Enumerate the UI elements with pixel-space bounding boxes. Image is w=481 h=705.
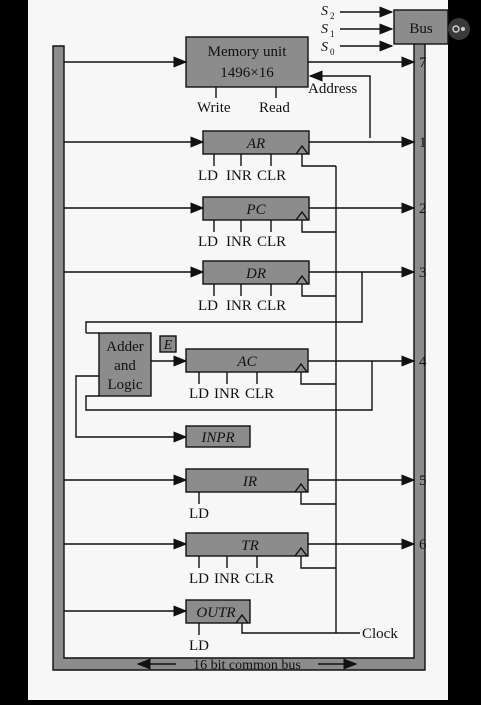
memory-address-label: Address	[308, 81, 357, 97]
bus-input-2: 2	[419, 201, 427, 217]
pc-ld-label: LD	[198, 234, 218, 250]
ir-clock-notch	[294, 482, 308, 493]
memory-title: Memory unit	[208, 44, 288, 60]
ac-inr-label: INR	[214, 386, 240, 402]
register-ir-label: IR	[242, 474, 257, 490]
e-flipflop-label: E	[163, 338, 173, 353]
bus-input-5: 5	[419, 473, 427, 489]
ac-ld-label: LD	[189, 386, 209, 402]
dr-clock-notch	[295, 274, 309, 285]
clock-to-tr	[300, 556, 336, 569]
memory-size: 1496×16	[220, 65, 274, 81]
ar-clock-notch	[295, 144, 309, 155]
register-inpr	[185, 425, 251, 448]
pc-inr-label: INR	[226, 234, 252, 250]
clock-to-dr	[301, 284, 336, 297]
adder-label-1: Adder	[106, 339, 144, 355]
lens-icon-inner	[452, 25, 460, 33]
ar-inr-label: INR	[226, 168, 252, 184]
tr-ld-label: LD	[189, 571, 209, 587]
tr-inr-label: INR	[214, 571, 240, 587]
ac-feedback-line	[85, 361, 373, 411]
clock-to-pc	[301, 220, 336, 233]
dr-clr-label: CLR	[257, 298, 286, 314]
ir-ld-label: LD	[189, 506, 209, 522]
bus-input-7: 7	[419, 55, 427, 71]
lens-icon-dot	[461, 27, 465, 31]
adder-label-2: and	[114, 358, 136, 374]
clock-to-ac	[300, 372, 336, 385]
clock-label: Clock	[362, 626, 398, 642]
dr-ld-label: LD	[198, 298, 218, 314]
bus-input-1: 1	[419, 135, 427, 151]
address-line	[308, 70, 371, 138]
register-tr-label: TR	[241, 538, 259, 554]
select-s0-label: S	[321, 40, 328, 55]
pc-clr-label: CLR	[257, 234, 286, 250]
memory-read-label: Read	[259, 100, 290, 116]
select-s2-label: S	[321, 4, 328, 19]
register-ar-label: AR	[246, 136, 265, 152]
bus-box	[393, 9, 449, 45]
tr-clr-label: CLR	[245, 571, 274, 587]
memory-unit	[185, 36, 309, 88]
ar-clr-label: CLR	[257, 168, 286, 184]
select-s1-subscript: 1	[330, 29, 335, 39]
adder-and-logic	[98, 332, 152, 397]
select-s0-subscript: 0	[330, 47, 335, 57]
outr-ld-label: LD	[189, 638, 209, 654]
tr-clock-notch	[294, 546, 308, 557]
register-inpr-label: INPR	[200, 430, 234, 446]
register-ac-label: AC	[236, 354, 257, 370]
ac-clock-notch	[294, 362, 308, 373]
select-s2-subscript: 2	[330, 11, 335, 21]
bus-box-label: Bus	[409, 21, 433, 37]
register-pc-label: PC	[245, 202, 266, 218]
dr-to-adder-line	[85, 272, 363, 333]
adder-label-3: Logic	[108, 377, 143, 393]
clock-to-ir	[300, 492, 336, 505]
e-flipflop	[159, 335, 177, 353]
clock-to-ar	[301, 154, 336, 167]
ac-clr-label: CLR	[245, 386, 274, 402]
select-s1-label: S	[321, 22, 328, 37]
bus-input-3: 3	[419, 265, 427, 281]
pc-clock-notch	[295, 210, 309, 221]
bus-input-4: 4	[419, 354, 427, 370]
bus-caption: 16 bit common bus	[193, 658, 301, 673]
outr-clock-notch	[235, 613, 249, 624]
dr-inr-label: INR	[226, 298, 252, 314]
bus-input-6: 6	[419, 537, 427, 553]
register-dr-label: DR	[245, 266, 266, 282]
clock-input-line	[241, 623, 360, 634]
ar-ld-label: LD	[198, 168, 218, 184]
memory-write-label: Write	[197, 100, 231, 116]
inpr-to-adder-line	[75, 375, 188, 443]
register-outr-label: OUTR	[196, 605, 235, 621]
